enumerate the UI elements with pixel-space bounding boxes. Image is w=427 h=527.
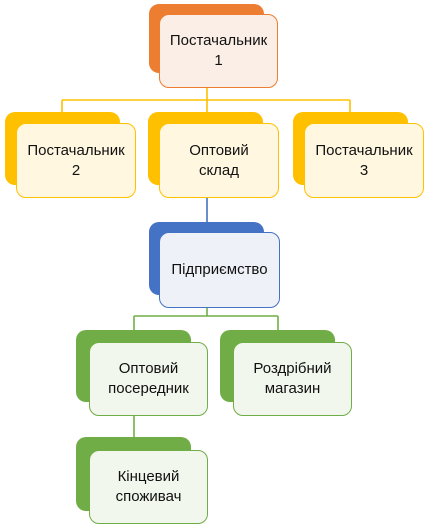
- node-supplier-1-label: Постачальник 1: [159, 14, 278, 88]
- node-supplier-2-label: Постачальник 2: [16, 123, 136, 198]
- node-wholesale-intermediary-label: Оптовий посередник: [89, 342, 208, 416]
- node-wholesale-warehouse-label: Оптовий склад: [159, 123, 279, 198]
- node-supplier-3-label: Постачальник 3: [304, 123, 424, 198]
- node-end-consumer-label: Кінцевий споживач: [89, 450, 208, 524]
- node-retail-store-label: Роздрібний магазин: [233, 342, 352, 416]
- node-enterprise-label: Підприємство: [159, 232, 280, 308]
